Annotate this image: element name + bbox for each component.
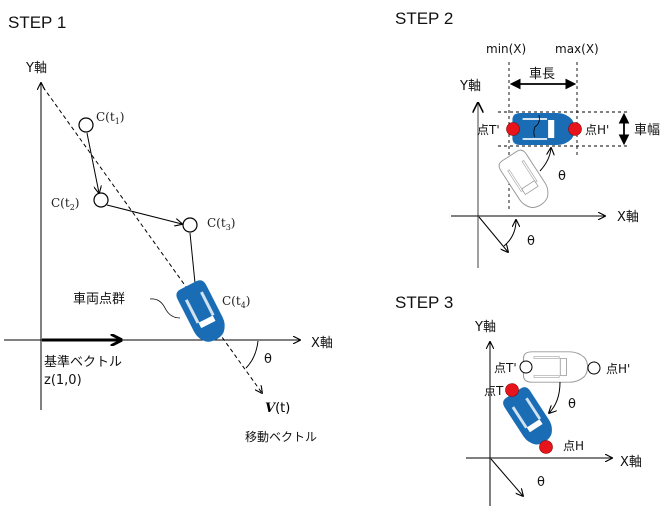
step3-ghost-car [522,351,589,383]
head-point-label: 点H' [585,123,609,137]
step2-ghost-car [496,147,555,214]
motion-vector-symbol: V(t) [265,401,290,416]
centroid-point-t3 [182,217,198,233]
centroid-label-t4: C(t4) [222,294,250,310]
motion-vector-dashed-line [42,86,262,393]
step3-y-axis-label: Y軸 [474,320,496,335]
trajectory-arrow-2 [106,204,182,224]
tail-point-marker [506,122,520,136]
ghost-tail-point [519,360,533,374]
step1-car [174,278,231,347]
step2-panel: STEP 2 min(X) max(X) Y軸 X軸 車長 車幅 [395,9,660,268]
step1-title: STEP 1 [8,13,66,32]
step3-angle-label-car: θ [568,397,576,412]
step2-title: STEP 2 [395,9,453,28]
step2-rotation-arrow [539,148,551,172]
trajectory-line-3 [189,232,196,284]
motion-vector-label: 移動ベクトル [245,430,317,444]
step2-angle-label-axis: θ [527,234,535,249]
step3-title: STEP 3 [395,293,453,312]
step1-y-axis-label: Y軸 [25,61,47,76]
centroid-label-t1: C(t1) [96,110,124,126]
centroid-label-t3: C(t3) [207,216,235,232]
step2-angle-arc [503,220,516,247]
centroid-label-t2: C(t2) [51,196,79,212]
ghost-head-point [587,361,601,375]
tail-point-label-rotated: 点T [484,384,504,398]
head-point-label-rotated: 点H [563,439,584,453]
point-cloud-label: 車両点群 [73,292,125,307]
step1-panel: STEP 1 Y軸 X軸 基準ベクトル z(1,0) C(t1) C(t2) C… [4,13,333,444]
max-x-label: max(X) [555,42,599,56]
step1-angle-label: θ [264,352,272,367]
vehicle-length-label: 車長 [529,67,555,82]
step3-rotated-car [500,384,558,450]
step1-x-axis-label: X軸 [311,336,333,351]
head-point-marker-rotated [539,440,553,454]
reference-vector-label: 基準ベクトル [44,354,122,370]
head-point-marker [568,122,582,136]
centroid-point-t1 [78,117,94,133]
step1-angle-arc [245,340,259,369]
step3-panel: STEP 3 Y軸 X軸 点T' 点H' 点T 点H θ [395,293,642,506]
ghost-tail-label: 点T' [494,361,517,375]
centroid-point-t2 [93,192,109,208]
step2-angle-label-car: θ [558,169,566,184]
step3-x-axis-label: X軸 [620,455,642,470]
step3-angle-label-axis: θ [537,475,545,490]
min-x-label: min(X) [486,42,526,56]
point-cloud-leader-line [149,298,181,319]
tail-point-marker-rotated [505,383,519,397]
trajectory-arrow-1 [86,132,99,193]
step2-rotated-axis-arrow [478,216,508,252]
step2-y-axis-label: Y軸 [459,79,481,94]
step3-rotation-arrow [549,381,561,413]
step3-rotated-axis-arrow [490,458,523,496]
step2-aligned-car [512,113,575,145]
tail-point-label: 点T' [477,123,500,137]
vehicle-width-label: 車幅 [634,123,660,138]
reference-vector-value: z(1,0) [44,373,82,388]
step2-x-axis-label: X軸 [617,210,639,225]
ghost-head-label: 点H' [606,362,630,376]
